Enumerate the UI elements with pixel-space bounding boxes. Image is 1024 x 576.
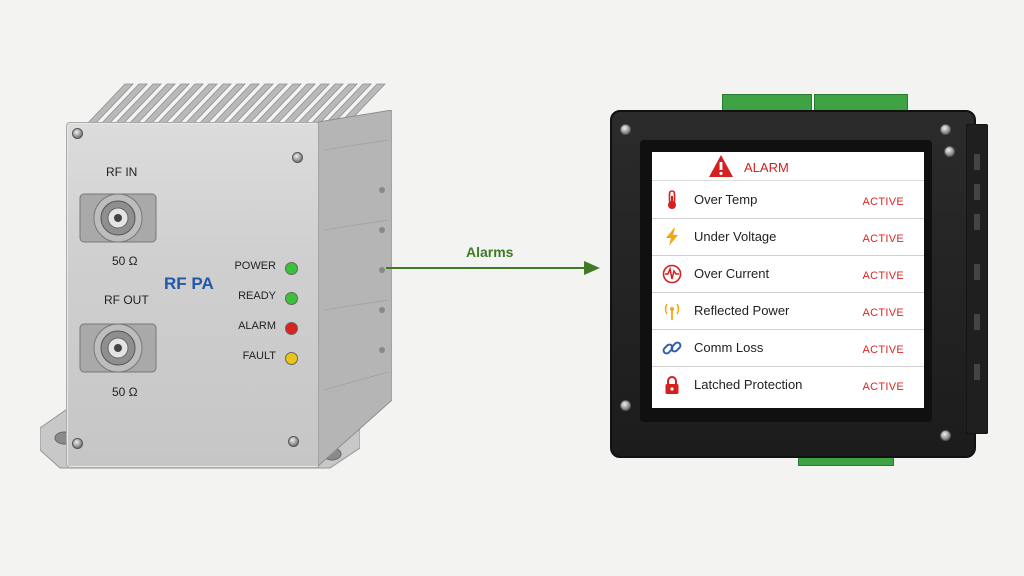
alarm-status: ACTIVE bbox=[862, 344, 904, 356]
thermometer-icon bbox=[668, 190, 676, 209]
power-led-icon bbox=[285, 262, 298, 275]
alarm-status: ACTIVE bbox=[862, 307, 904, 319]
rf-out-connector-icon[interactable] bbox=[78, 318, 158, 378]
alarm-led-icon bbox=[285, 322, 298, 335]
alarm-row-over-temp[interactable]: Over Temp ACTIVE bbox=[652, 182, 924, 219]
rf-pa-side-panel bbox=[318, 110, 392, 466]
rf-in-label: RF IN bbox=[106, 165, 138, 179]
antenna-icon bbox=[664, 303, 680, 320]
alarms-arrow-icon bbox=[386, 261, 600, 275]
rf-out-impedance: 50 Ω bbox=[112, 385, 138, 399]
led-label-power: POWER bbox=[234, 260, 276, 272]
alarm-status: ACTIVE bbox=[862, 233, 904, 245]
screw-icon bbox=[940, 430, 951, 441]
alarm-row-under-voltage[interactable]: Under Voltage ACTIVE bbox=[652, 219, 924, 256]
link-icon bbox=[662, 341, 682, 355]
screw-icon bbox=[288, 436, 299, 447]
rf-pa-front-panel bbox=[66, 122, 320, 468]
hmi-side-panel bbox=[966, 124, 988, 434]
alarm-row-comm-loss[interactable]: Comm Loss ACTIVE bbox=[652, 330, 924, 367]
waveform-icon bbox=[662, 264, 682, 284]
led-label-alarm: ALARM bbox=[238, 320, 276, 332]
led-label-fault: FAULT bbox=[242, 350, 276, 362]
rf-pa-title: RF PA bbox=[164, 274, 214, 293]
alarm-name: Over Current bbox=[694, 266, 770, 281]
alarm-name: Latched Protection bbox=[694, 377, 803, 392]
alarm-name: Under Voltage bbox=[694, 229, 777, 244]
rf-in-impedance: 50 Ω bbox=[112, 254, 138, 268]
lock-icon bbox=[665, 376, 679, 394]
fault-led-icon bbox=[285, 352, 298, 365]
led-label-ready: READY bbox=[238, 290, 276, 302]
screw-icon bbox=[620, 400, 631, 411]
screw-icon bbox=[620, 124, 631, 135]
alarm-status: ACTIVE bbox=[862, 196, 904, 208]
screw-icon bbox=[72, 128, 83, 139]
screw-icon bbox=[940, 124, 951, 135]
rf-out-label: RF OUT bbox=[104, 293, 149, 307]
alarm-screen: ALARM Over Temp ACTIVE Under Voltage ACT… bbox=[652, 152, 924, 408]
alarm-status: ACTIVE bbox=[862, 270, 904, 282]
alarm-row-over-current[interactable]: Over Current ACTIVE bbox=[652, 256, 924, 293]
screw-icon bbox=[72, 438, 83, 449]
alarm-title: ALARM bbox=[744, 160, 789, 175]
rf-in-connector-icon[interactable] bbox=[78, 188, 158, 248]
alarm-name: Over Temp bbox=[694, 192, 758, 207]
lightning-icon bbox=[666, 228, 678, 246]
alarm-status: ACTIVE bbox=[862, 381, 904, 393]
warning-icon bbox=[709, 155, 733, 177]
alarm-name: Comm Loss bbox=[694, 340, 764, 355]
ready-led-icon bbox=[285, 292, 298, 305]
alarms-arrow-label: Alarms bbox=[466, 244, 514, 260]
screw-icon bbox=[292, 152, 303, 163]
alarm-name: Reflected Power bbox=[694, 303, 790, 318]
alarm-row-latched-protection[interactable]: Latched Protection ACTIVE bbox=[652, 367, 924, 403]
alarm-row-reflected-power[interactable]: Reflected Power ACTIVE bbox=[652, 293, 924, 330]
screw-icon bbox=[944, 146, 955, 157]
heatsink-fins bbox=[84, 83, 386, 127]
alarm-header: ALARM bbox=[652, 152, 924, 181]
